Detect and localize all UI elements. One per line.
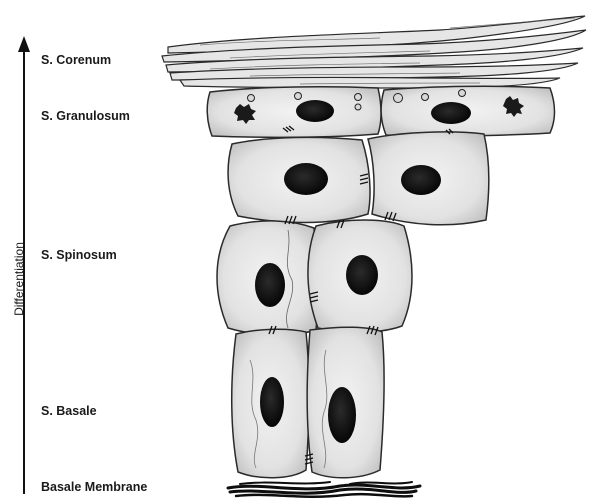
- stratum-granulosum: [207, 86, 554, 137]
- stratum-corneum: [162, 16, 586, 88]
- stratum-spinosum: [217, 132, 489, 335]
- basale-membrane: [228, 482, 420, 497]
